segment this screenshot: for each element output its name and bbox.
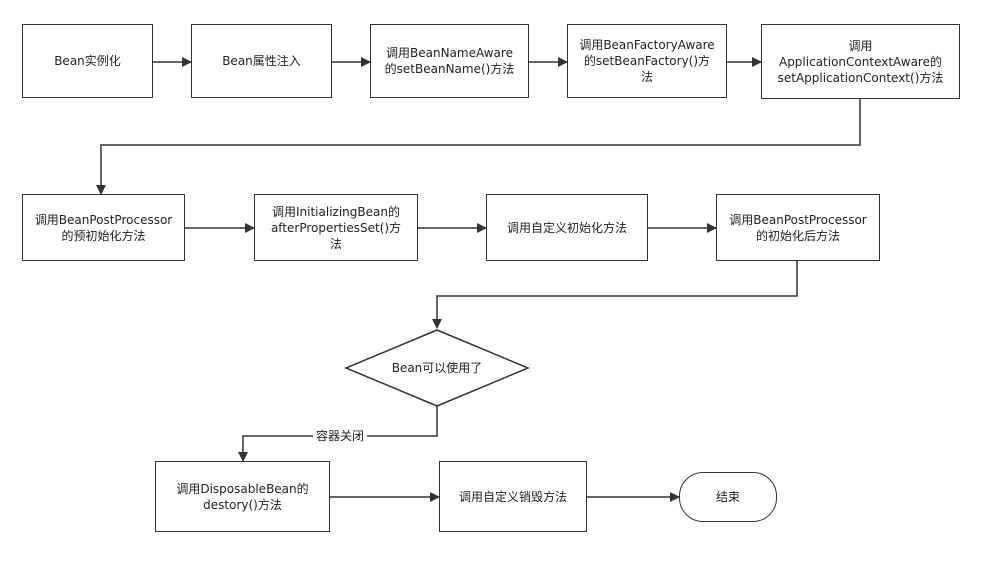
node-bean-name-aware: 调用BeanNameAware 的setBeanName()方法 <box>370 24 529 98</box>
node-custom-destroy: 调用自定义销毁方法 <box>439 461 587 532</box>
node-custom-init: 调用自定义初始化方法 <box>486 194 648 261</box>
node-property-injection: Bean属性注入 <box>191 24 332 98</box>
decision-bean-ready: Bean可以使用了 <box>391 361 483 375</box>
node-bean-instantiation: Bean实例化 <box>22 24 153 98</box>
node-post-processor-before: 调用BeanPostProcessor 的预初始化方法 <box>22 194 185 261</box>
node-disposable-bean: 调用DisposableBean的 destory()方法 <box>155 461 330 532</box>
edge-post-processor-after-to-bean-ready <box>432 261 798 329</box>
node-application-context-aware: 调用 ApplicationContextAware的 setApplicati… <box>761 24 960 99</box>
edge-label-container-close: 容器关闭 <box>313 429 368 443</box>
node-end: 结束 <box>679 472 777 522</box>
node-post-processor-after: 调用BeanPostProcessor 的初始化后方法 <box>716 194 880 261</box>
edge-app-context-aware-to-post-processor-before <box>96 99 861 195</box>
node-bean-factory-aware: 调用BeanFactoryAware 的setBeanFactory()方 法 <box>567 24 727 98</box>
node-initializing-bean: 调用InitializingBean的 afterPropertiesSet()… <box>254 194 418 261</box>
